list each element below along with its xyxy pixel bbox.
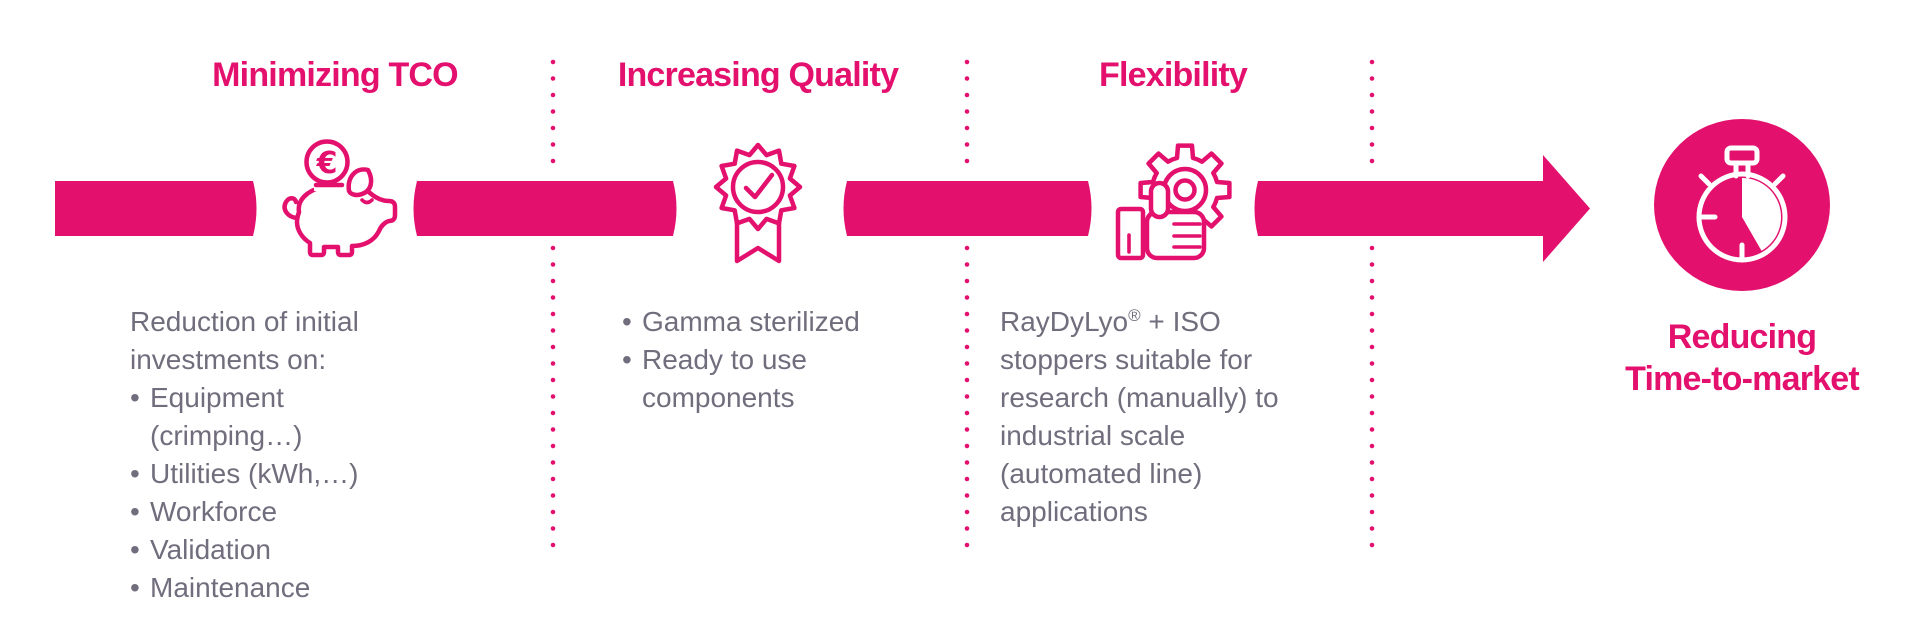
- bullet-item: • Validation: [130, 531, 440, 569]
- stopwatch-elapsed-sector: [1742, 177, 1782, 251]
- bullet-text: Ready to use components: [642, 344, 807, 413]
- rosette-ribbon: [734, 211, 782, 264]
- result-title-line1: Reducing: [1667, 318, 1817, 356]
- bullet-dot: •: [130, 496, 140, 527]
- result-title: Reducing Time-to-market: [1572, 316, 1912, 400]
- bullet-text: Equipment (crimping…): [150, 382, 303, 451]
- thumb-up: [1148, 180, 1171, 220]
- bullet-text: Gamma sterilized: [642, 306, 860, 337]
- flexibility-description: RayDyLyo® + ISO stoppers suitable for re…: [1000, 303, 1325, 531]
- piggy-tail: [282, 196, 300, 221]
- euro-coin: [304, 139, 350, 185]
- bullet-item: • Equipment (crimping…): [130, 379, 440, 455]
- bullet-text: Workforce: [150, 496, 278, 527]
- bullet-dot: •: [130, 572, 140, 603]
- bullet-item: • Workforce: [130, 493, 440, 531]
- gear-hub: [1173, 178, 1197, 202]
- band-segment-1: [55, 181, 257, 236]
- quality-rosette-check-icon: [713, 142, 803, 264]
- bullet-text: Validation: [150, 534, 271, 565]
- rosette-star: [713, 142, 803, 232]
- bullet-item: • Gamma sterilized: [622, 303, 862, 341]
- description-text: + ISO stoppers suitable for research (ma…: [1000, 306, 1279, 527]
- bullet-dot: •: [622, 306, 632, 337]
- step-details-increasing-quality: • Gamma sterilized • Ready to use component…: [622, 303, 862, 417]
- stopwatch-icon: [1654, 119, 1830, 291]
- bullet-text: Maintenance: [150, 572, 311, 603]
- bullet-list-quality: • Gamma sterilized • Ready to use component…: [622, 303, 862, 417]
- piggy-eye: [360, 198, 374, 205]
- piggy-body: [294, 182, 398, 258]
- stopwatch-crown: [1724, 145, 1760, 166]
- bullet-dot: •: [130, 534, 140, 565]
- bullet-text: Utilities (kWh,…): [150, 458, 359, 489]
- bullet-dot: •: [130, 382, 140, 413]
- bullet-item: • Utilities (kWh,…): [130, 455, 440, 493]
- band-segment-2: [413, 181, 677, 236]
- piggy-ear: [346, 167, 374, 198]
- band-segment-3: [843, 181, 1092, 236]
- hand-cuff: [1115, 206, 1146, 261]
- stopwatch-right-button: [1772, 173, 1786, 187]
- bullet-item: • Ready to use components: [622, 341, 862, 417]
- step-title-flexibility: Flexibility: [1098, 56, 1248, 94]
- band-segment-4-arrow-head: [1254, 155, 1590, 262]
- bullet-item: • Maintenance: [130, 569, 440, 607]
- brand-name: RayDyLyo: [1000, 306, 1129, 337]
- bullet-dot: •: [130, 458, 140, 489]
- check-mark: [743, 172, 775, 200]
- step-title-increasing-quality: Increasing Quality: [617, 56, 899, 94]
- step-details-flexibility: RayDyLyo® + ISO stoppers suitable for re…: [1000, 303, 1325, 531]
- bullet-list-tco: • Equipment (crimping…) • Utilities (kWh,…)…: [130, 379, 440, 607]
- step-details-minimizing-tco: Reduction of initial investments on: • Eq…: [130, 303, 440, 607]
- stopwatch-left-button: [1698, 173, 1712, 187]
- intro-text: Reduction of initial investments on:: [130, 306, 359, 375]
- bullet-dot: •: [622, 344, 632, 375]
- rosette-inner-circle: [730, 159, 786, 215]
- piggy-bank-euro-icon: €: [282, 139, 398, 258]
- step-title-minimizing-tco: Minimizing TCO: [212, 56, 458, 94]
- result-title-line2: Time-to-market: [1625, 360, 1860, 398]
- gear-thumbs-up-icon: [1115, 143, 1232, 261]
- registered-trademark: ®: [1128, 306, 1141, 325]
- flow-arrow-band: [55, 155, 1590, 262]
- euro-symbol: €: [316, 146, 338, 181]
